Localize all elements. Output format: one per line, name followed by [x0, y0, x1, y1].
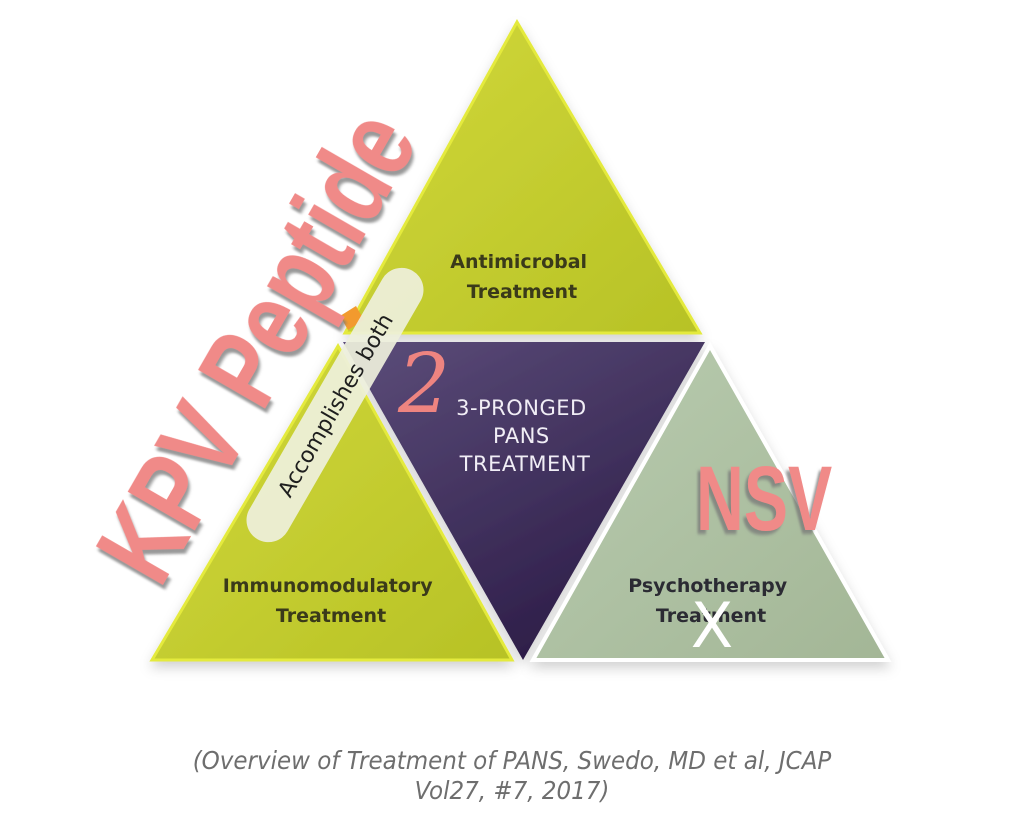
orange-marker: [340, 306, 364, 330]
citation-line-1: (Overview of Treatment of PANS, Swedo, M…: [192, 746, 832, 775]
handwritten-number-annotation: 2: [397, 337, 450, 432]
citation-line-2: Vol27, #7, 2017): [414, 776, 610, 805]
cross-out-mark: X: [691, 589, 733, 662]
antimicrobal-section: [342, 18, 703, 335]
immunomodulatory-label: Immunomodulatory Treatment: [223, 575, 440, 627]
center-label: 3-PRONGED PANS TREATMENT: [456, 396, 594, 476]
immunomodulatory-section: [149, 342, 515, 662]
center-section: [343, 342, 705, 660]
svg-text:NSV: NSV: [696, 446, 832, 549]
citation: (Overview of Treatment of PANS, Swedo, M…: [41, 746, 983, 806]
nsv-annotation: NSV: [696, 446, 832, 549]
annotation-pill: [246, 267, 424, 543]
antimicrobal-label: Antimicrobal Treatment: [450, 251, 593, 303]
psychotherapy-label: Psychotherapy Treatment: [628, 575, 793, 627]
psychotherapy-section: [529, 341, 892, 662]
